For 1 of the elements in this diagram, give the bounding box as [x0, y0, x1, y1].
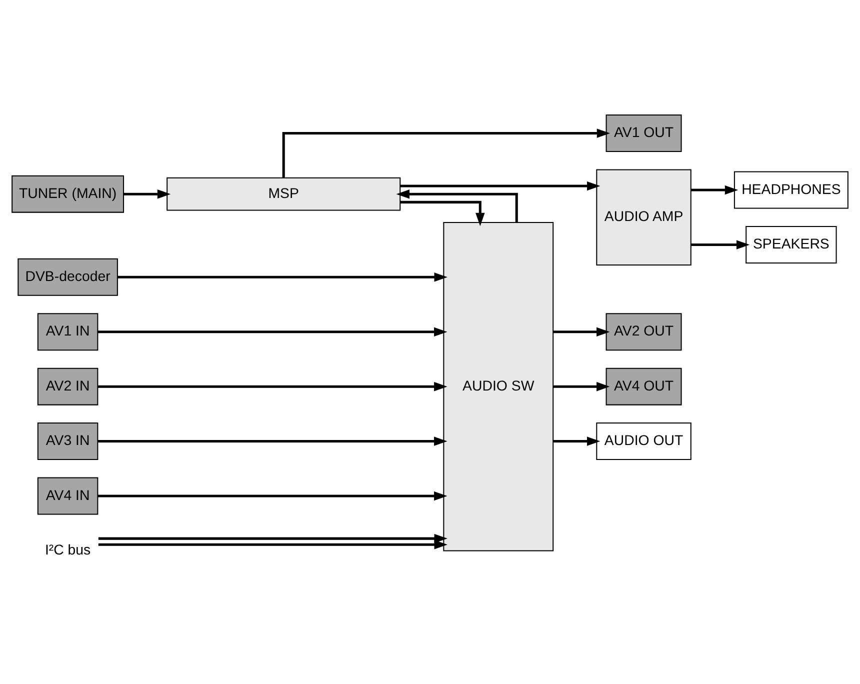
- node-text: I²C bus: [44, 542, 91, 558]
